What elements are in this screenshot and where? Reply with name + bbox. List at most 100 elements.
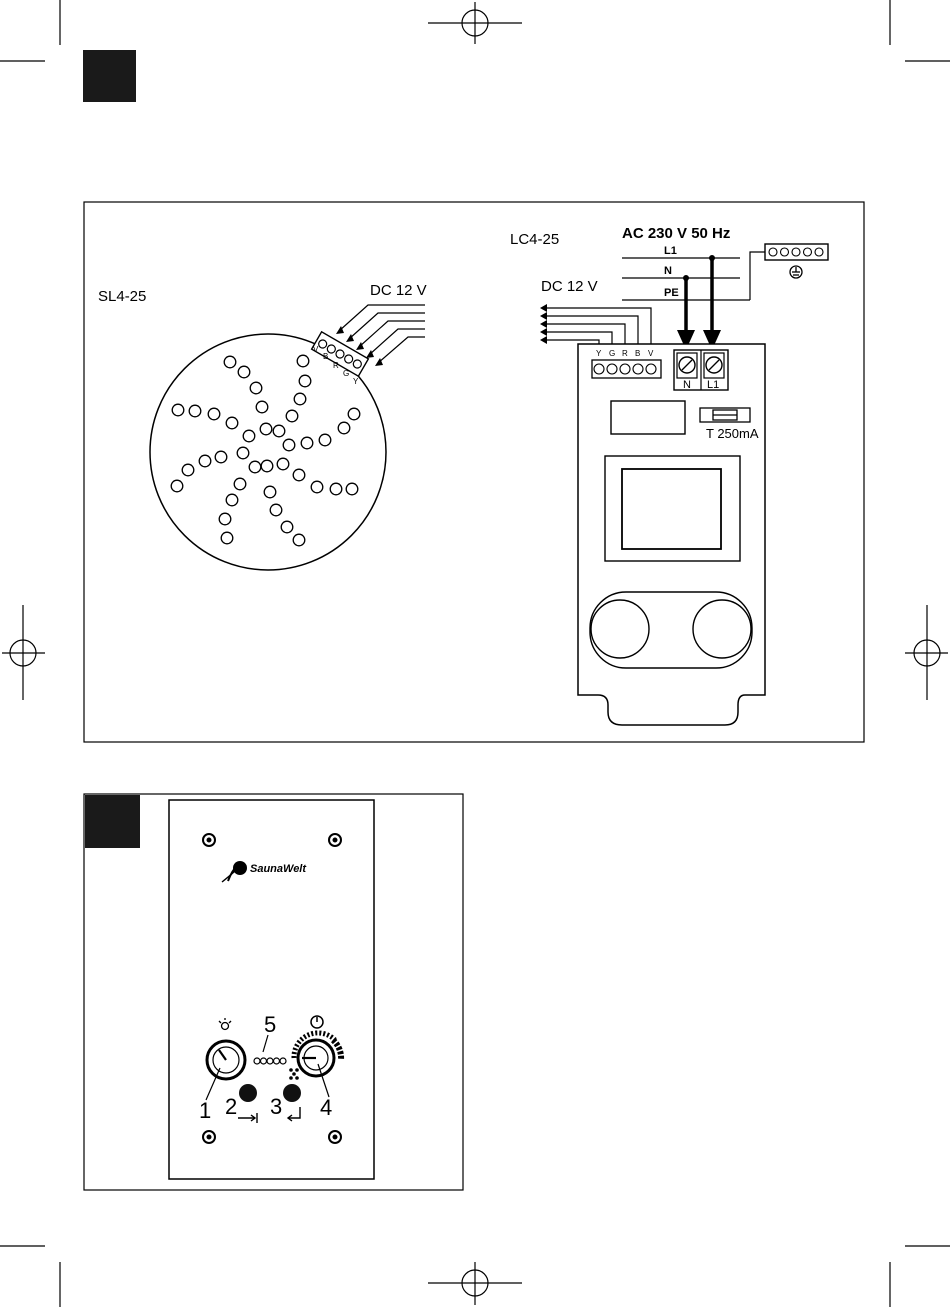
sl-led: [311, 481, 323, 493]
sl-led: [330, 483, 342, 495]
color-led-indicators: [254, 1058, 286, 1064]
mains-lines: [622, 252, 765, 300]
terminal-screw-icon: [633, 364, 643, 374]
sl-led: [182, 464, 194, 476]
registration-mark-right: [905, 605, 948, 700]
lc-terminal-block: [592, 360, 661, 378]
sl-terminal-g: G: [343, 369, 349, 378]
mains-terminal-n: N: [683, 379, 691, 391]
sl-led: [226, 494, 238, 506]
terminal-screw-icon: [804, 248, 812, 256]
registration-mark-top: [428, 2, 522, 44]
ground-icon: [790, 266, 802, 278]
section-marker-2: [85, 795, 140, 848]
lc-terminal-b: B: [635, 349, 640, 358]
sl-model-label: SL4-25: [98, 288, 146, 305]
sl-led: [338, 422, 350, 434]
lc-display-window: [611, 401, 685, 434]
sl-led: [243, 430, 255, 442]
lc-model-label: LC4-25: [510, 231, 559, 248]
led-indicator: [274, 1058, 280, 1064]
sl-led: [261, 460, 273, 472]
section-marker-1: [83, 50, 136, 102]
line-label-l1: L1: [664, 245, 677, 257]
fuse-icon: [700, 408, 750, 422]
sl-led: [238, 366, 250, 378]
callout-2: 2: [225, 1094, 237, 1119]
sl-led: [237, 447, 249, 459]
sl-led: [221, 532, 233, 544]
lc-dc-label: DC 12 V: [541, 278, 598, 295]
sl-led: [346, 483, 358, 495]
sl-led: [208, 408, 220, 420]
sl-led: [294, 393, 306, 405]
lc-cable-entry-right: [693, 600, 751, 658]
lc-terminal-y: Y: [596, 349, 602, 358]
timer-knob[interactable]: [298, 1040, 334, 1076]
callout-1: 1: [199, 1098, 211, 1123]
sl-led: [286, 410, 298, 422]
sl-led: [283, 439, 295, 451]
brightness-knob[interactable]: [207, 1041, 245, 1079]
sl-terminal-v: V: [313, 345, 319, 354]
mains-arrows: [677, 258, 721, 350]
sl-led: [250, 382, 262, 394]
sl-terminal-b: B: [323, 352, 328, 361]
next-color-button[interactable]: [239, 1084, 257, 1102]
sl-led: [234, 478, 246, 490]
sl-led: [224, 356, 236, 368]
led-indicator: [254, 1058, 260, 1064]
line-label-n: N: [664, 265, 672, 277]
brand-name: SaunaWelt: [250, 863, 307, 875]
fuse-label: T 250mA: [706, 426, 759, 441]
sl-led: [301, 437, 313, 449]
sl-led: [260, 423, 272, 435]
line-label-pe: PE: [664, 287, 679, 299]
lc-wire-arrowheads: [540, 304, 547, 344]
lc-terminal-v: V: [648, 349, 654, 358]
sl-dc-label: DC 12 V: [370, 282, 427, 299]
terminal-screw-icon: [781, 248, 789, 256]
lc-transformer-inner: [622, 469, 721, 549]
sl-led: [264, 486, 276, 498]
registration-mark-left: [2, 605, 45, 700]
terminal-screw-icon: [769, 248, 777, 256]
sl-led: [199, 455, 211, 467]
led-indicator: [267, 1058, 273, 1064]
led-indicator: [280, 1058, 286, 1064]
sl-led: [277, 458, 289, 470]
sl-led: [189, 405, 201, 417]
enter-button[interactable]: [283, 1084, 301, 1102]
registration-mark-bottom: [428, 1262, 522, 1305]
sl-led: [171, 480, 183, 492]
terminal-screw-icon: [620, 364, 630, 374]
mains-terminal-l1: L1: [707, 379, 719, 391]
terminal-screw-icon: [646, 364, 656, 374]
sl-led: [293, 534, 305, 546]
sl-terminal-y: Y: [353, 377, 359, 386]
terminal-screw-icon: [815, 248, 823, 256]
sl-led: [299, 375, 311, 387]
callout-3: 3: [270, 1094, 282, 1119]
sl-led: [249, 461, 261, 473]
sl-led: [297, 355, 309, 367]
lc-cable-entry-left: [591, 600, 649, 658]
sl-led: [172, 404, 184, 416]
terminal-screw-icon: [594, 364, 604, 374]
sl-led: [256, 401, 268, 413]
callout-4: 4: [320, 1095, 332, 1120]
sl-led: [319, 434, 331, 446]
pe-terminal-block: [765, 244, 828, 260]
sl-led: [215, 451, 227, 463]
sl-led: [273, 425, 285, 437]
sl-terminal-r: R: [333, 361, 339, 370]
lc-terminal-r: R: [622, 349, 628, 358]
sl-led: [348, 408, 360, 420]
led-indicator: [261, 1058, 267, 1064]
terminal-screw-icon: [607, 364, 617, 374]
ac-supply-label: AC 230 V 50 Hz: [622, 225, 730, 242]
sl-led: [270, 504, 282, 516]
callout-5: 5: [264, 1012, 276, 1037]
sl-led: [293, 469, 305, 481]
